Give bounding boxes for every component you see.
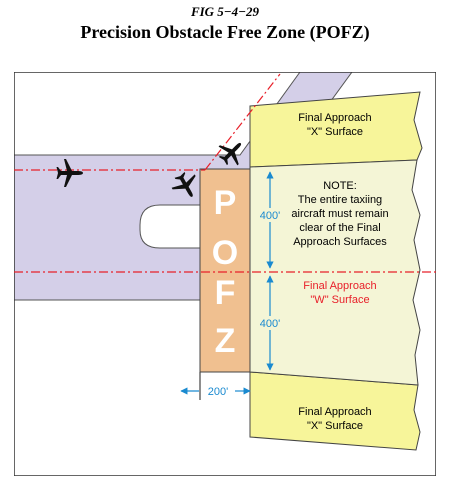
figure-title: Precision Obstacle Free Zone (POFZ) xyxy=(80,22,370,42)
dimension-label-lower: 400' xyxy=(260,318,280,330)
pofz-letter: Z xyxy=(215,322,236,360)
note-line: The entire taxiing xyxy=(298,194,382,206)
pofz-zone xyxy=(199,168,251,373)
pofz-letter: O xyxy=(212,234,238,272)
dimension-label-width: 200' xyxy=(208,386,228,398)
w-surface-label-line1: Final Approach xyxy=(303,280,376,292)
note-line: Approach Surfaces xyxy=(293,236,387,248)
x-surface-top-label-line1: Final Approach xyxy=(298,112,371,124)
w-surface-label-line2: "W" Surface xyxy=(310,294,369,306)
pofz-letter: P xyxy=(214,184,237,222)
final-approach-w-surface xyxy=(249,159,421,386)
taxiway-centerline-diagonal xyxy=(204,73,281,171)
x-surface-top-label-line2: "X" Surface xyxy=(307,126,363,138)
x-surface-bottom-label-line1: Final Approach xyxy=(298,406,371,418)
note-heading: NOTE: xyxy=(323,180,357,192)
x-surface-bottom-label-line2: "X" Surface xyxy=(307,420,363,432)
figure-label: FIG 5−4−29 xyxy=(190,4,260,19)
note-line: clear of the Final xyxy=(299,222,380,234)
note-line: aircraft must remain xyxy=(291,208,388,220)
pofz-letter: F xyxy=(215,274,236,312)
dimension-label-upper: 400' xyxy=(260,210,280,222)
